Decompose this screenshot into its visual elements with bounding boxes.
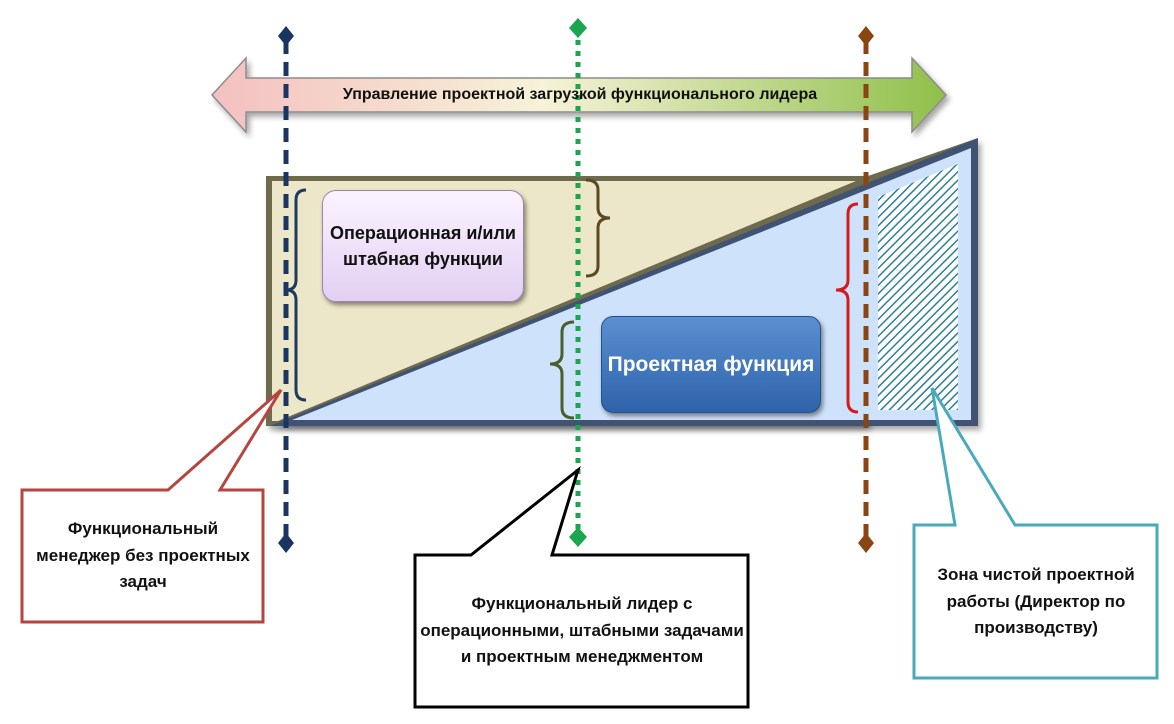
callout-left-text: Функциональный менеджер без проектных за… [36, 519, 250, 592]
project-function-box: Проектная функция [601, 316, 821, 413]
callout-right-shape [912, 387, 1159, 680]
callout-right-text: Зона чистой проектной работы (Директор п… [937, 565, 1135, 638]
middle-line-top-diamond [569, 18, 587, 38]
callout-left-shape [20, 388, 283, 624]
middle-upper-brace [585, 178, 611, 278]
left-line-bottom-diamond [278, 533, 294, 553]
header-arrow-label: Управление проектной загрузкой функциона… [342, 86, 818, 103]
middle-line-bottom-diamond [569, 527, 587, 547]
left-brace [285, 188, 307, 402]
left-line-top-diamond [278, 26, 294, 46]
operational-function-box: Операционная и/или штабная функции [322, 190, 524, 302]
callout-middle-text: Функциональный лидер с операционными, шт… [420, 594, 744, 667]
pure-project-zone-hatch [878, 164, 958, 410]
right-line-top-diamond [858, 26, 874, 46]
right-brace [835, 202, 859, 414]
callout-middle-shape [413, 465, 750, 709]
right-line-bottom-diamond [858, 533, 874, 553]
middle-lower-brace [549, 320, 575, 420]
